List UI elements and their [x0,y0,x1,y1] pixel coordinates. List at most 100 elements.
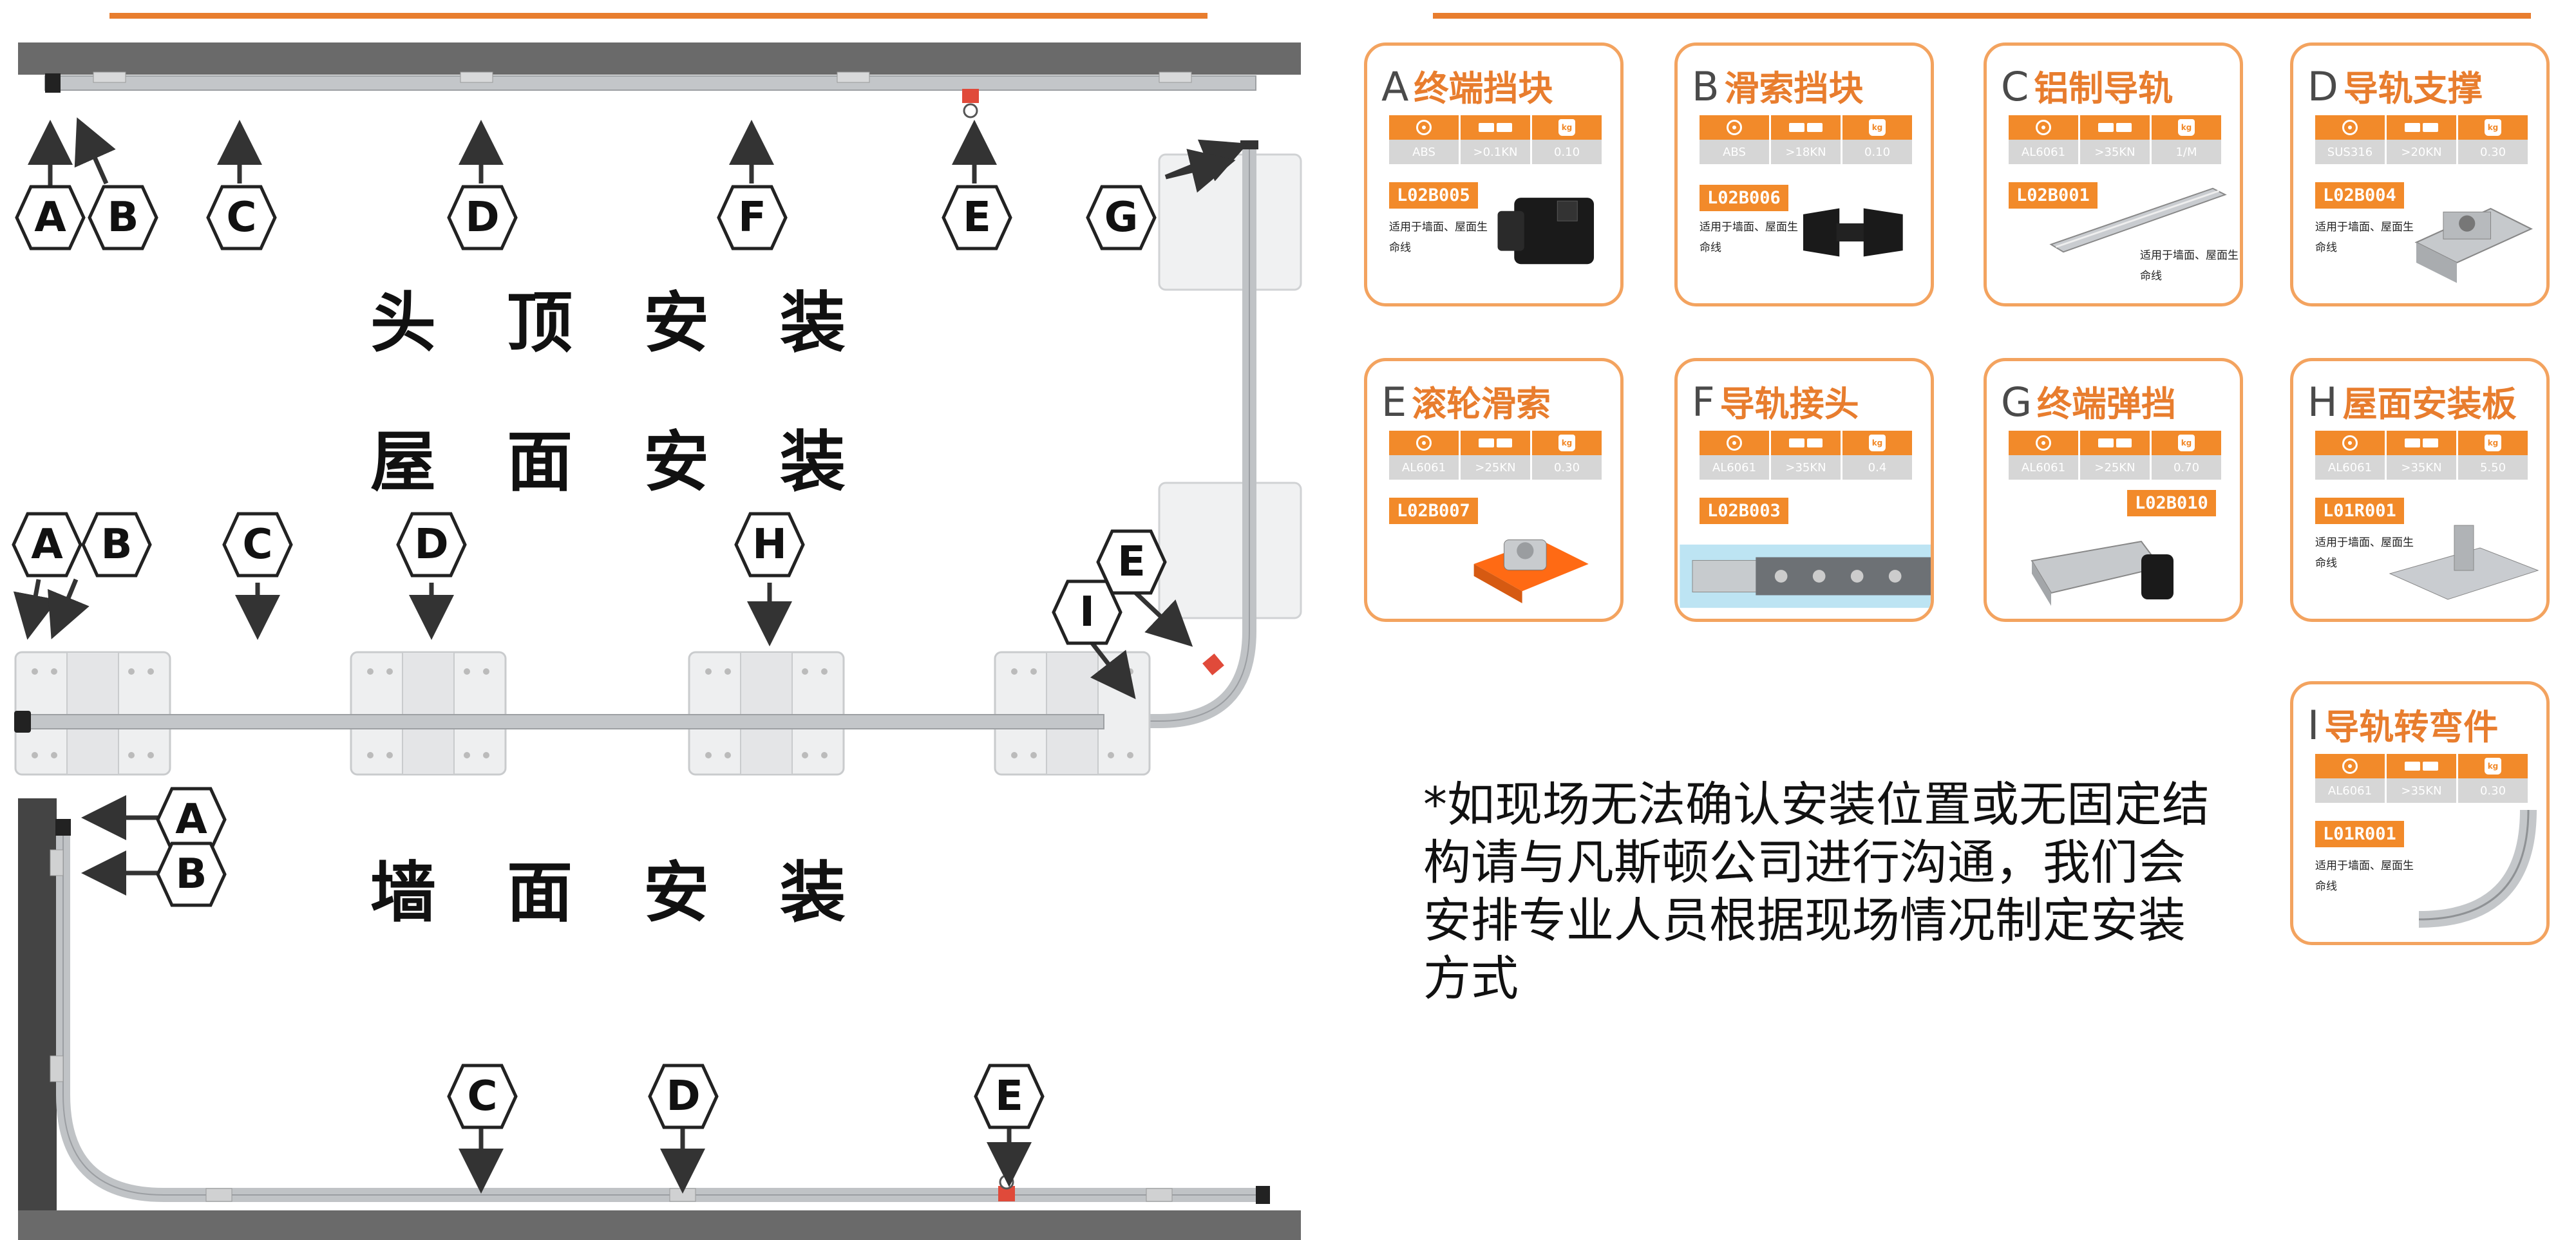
product-letter: I [2307,702,2320,749]
weight-icon: kg [2178,119,2195,136]
wall-arrows [81,795,1032,1194]
spec-weight: 5.50 [2458,455,2528,480]
strength-icon [2098,123,2132,132]
material-icon [2342,758,2358,774]
product-note: 适用于墙面、屋面生命线 [2315,221,2414,254]
product-code: L02B003 [1700,498,1788,524]
header-rule-left [109,13,1208,19]
weight-icon: kg [2485,119,2501,136]
spec-strength: >0.1KN [1461,140,1532,164]
wall-surface-bottom [18,1210,1301,1240]
spec-strength: >20KN [2387,140,2458,164]
weight-icon: kg [2485,758,2501,775]
spec-strength: >35KN [2387,455,2458,480]
product-note: 适用于墙面、屋面生命线 [1700,221,1798,254]
strength-icon [1479,123,1512,132]
material-icon [2342,120,2358,135]
weight-icon: kg [2485,435,2501,451]
overhead-rail-joint [837,71,870,83]
spec-material: AL6061 [1700,455,1771,480]
product-letter: H [2307,379,2338,426]
product-letter: B [1692,63,1719,110]
overhead-rail-support-2 [460,71,493,83]
label-overhead-c: C [226,194,257,241]
overhead-rail-support-3 [1159,71,1192,83]
spec-strength: >25KN [1461,455,1532,480]
strength-icon [1789,438,1823,447]
spec-strength: >35KN [2387,778,2458,803]
label-overhead-g: G [1104,194,1139,241]
strength-icon [2098,438,2132,447]
product-image [2377,509,2544,608]
material-icon [1727,435,1742,451]
overhead-ceiling-beam [18,42,1301,75]
weight-icon: kg [2178,435,2195,451]
roof-plate-2 [350,651,507,776]
product-letter: D [2307,63,2338,110]
roof-plate-4 [994,651,1151,776]
spec-material: SUS316 [2315,140,2387,164]
label-roof-d: D [414,521,449,568]
spec-weight: 0.30 [1532,455,1602,480]
strength-icon [2405,123,2438,132]
spec-material: ABS [1389,140,1461,164]
curve-trolley [1202,653,1224,675]
label-wall-c: C [467,1073,498,1120]
spec-weight: 0.10 [1842,140,1912,164]
material-icon [2342,435,2358,451]
product-code: L02B007 [1389,498,1478,524]
wall-trolley [998,1174,1015,1201]
label-overhead-f: F [738,194,766,241]
spec-material: AL6061 [2315,778,2387,803]
material-icon [1416,435,1432,451]
material-icon [2036,435,2051,451]
label-overhead-e: E [963,194,991,241]
spec-strength: >35KN [2080,140,2152,164]
product-note: 适用于墙面、屋面生命线 [2315,536,2414,570]
strength-icon [2405,438,2438,447]
product-code: L02B006 [1700,185,1788,211]
material-icon [2036,120,2051,135]
product-image [2403,181,2538,293]
roof-rail [21,714,1104,729]
overhead-arrows [28,117,1248,193]
product-name: 屋面安装板 [2342,384,2517,424]
product-name: 导轨转弯件 [2324,707,2499,747]
label-overhead-d: D [465,194,500,241]
wall-end-stop [55,819,71,836]
material-icon [1416,120,1432,135]
installation-diagram: A B C D F E G A B C D H E I A B C D E 头顶… [0,42,1302,1240]
strength-icon [2405,762,2438,771]
product-image [2045,181,2231,261]
spec-weight: 0.70 [2152,455,2221,480]
spec-weight: 0.30 [2458,778,2528,803]
spec-weight: 0.30 [2458,140,2528,164]
product-code: L02B004 [2315,182,2404,209]
spec-material: AL6061 [1389,455,1461,480]
wall-support-3 [205,1188,232,1202]
spec-strength: >18KN [1771,140,1842,164]
roof-installation-title: 屋面安装 [370,424,916,501]
wall-installation-title: 墙面安装 [370,855,916,932]
product-code: L02B001 [2009,182,2098,209]
roof-plate-3 [688,651,845,776]
